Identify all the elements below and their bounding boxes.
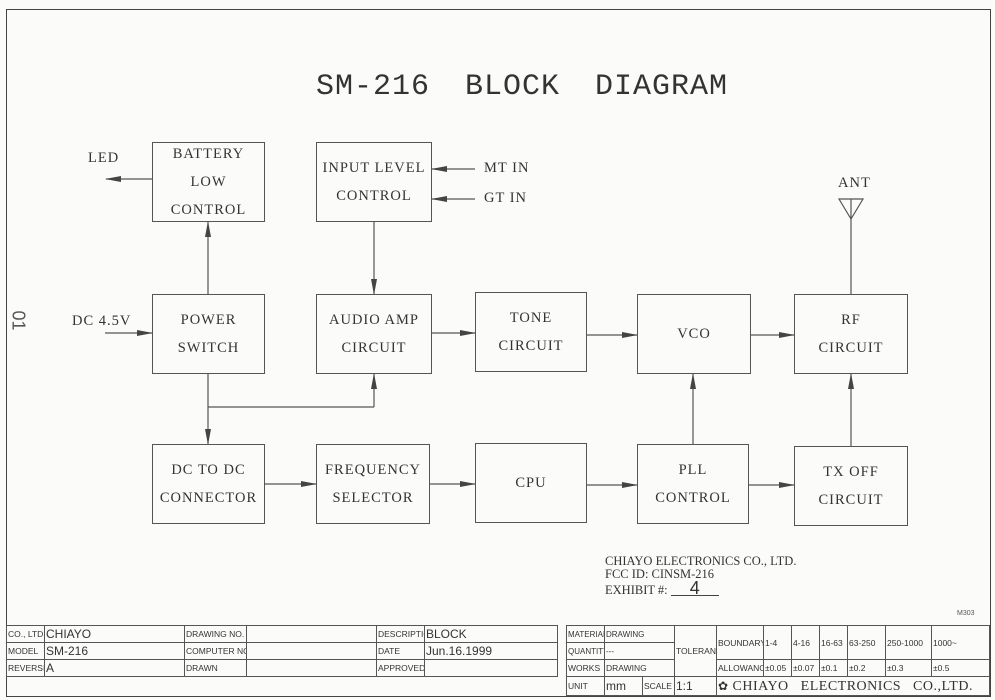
allowance-2: ±0.1 (819, 659, 848, 677)
company-logo-icon: ✿ (718, 679, 729, 693)
block-text: CIRCUIT (818, 340, 884, 356)
revision-value: A (44, 659, 185, 677)
drawing-no-label: DRAWING NO. (184, 625, 247, 643)
block-frequency-selector: FREQUENCY SELECTOR (316, 444, 430, 524)
computer-no-label: COMPUTER NO. (184, 642, 247, 660)
block-cpu: CPU (475, 443, 587, 523)
block-text: VCO (677, 326, 711, 342)
block-tx-off-circuit: TX OFF CIRCUIT (794, 446, 908, 526)
block-text: DC TO DC (171, 462, 246, 478)
boundary-3: 63-250 (847, 625, 886, 660)
block-input-level-control: INPUT LEVEL CONTROL (316, 142, 432, 222)
block-audio-amp-circuit: AUDIO AMP CIRCUIT (316, 294, 432, 374)
diagram-title: SM-216 BLOCK DIAGRAM (316, 70, 729, 104)
boundary-0: 1-4 (763, 625, 792, 660)
boundary-4: 250-1000 (885, 625, 932, 660)
exhibit-label: EXHIBIT #: (605, 583, 668, 597)
block-text: CPU (515, 475, 547, 491)
scale-value: 1:1 (674, 676, 717, 696)
description-label: DESCRIPTION (376, 625, 425, 643)
material-value: DRAWING (604, 625, 675, 643)
label-dc-in: DC 4.5V (72, 313, 132, 329)
label-gt-in: GT IN (484, 190, 527, 206)
allowance-4: ±0.3 (885, 659, 932, 677)
block-text: PLL (678, 462, 708, 478)
block-text: AUDIO AMP (329, 312, 419, 328)
works-label: WORKS (566, 659, 605, 677)
antenna-icon (837, 198, 865, 221)
title-block-right: MATERIAL DRAWING TOLERANCE BOUNDARY 1-4 … (566, 625, 990, 696)
description-value: BLOCK (424, 625, 558, 643)
boundary-2: 16-63 (819, 625, 848, 660)
co-ltd-label: CO., LTD (6, 625, 45, 643)
drawing-no-value (246, 625, 377, 643)
boundary-1: 4-16 (791, 625, 820, 660)
material-label: MATERIAL (566, 625, 605, 643)
drawn-value (246, 659, 377, 677)
block-text: CIRCUIT (341, 340, 407, 356)
quantity-label: QUANTITY (566, 642, 605, 660)
stamp-company: CHIAYO ELECTRONICS CO., LTD. (605, 554, 797, 568)
allowance-1: ±0.07 (791, 659, 820, 677)
block-dc-to-dc-connector: DC TO DC CONNECTOR (152, 444, 265, 524)
footer-company-cell: ✿ CHIAYO ELECTRONICS CO.,LTD. (716, 676, 990, 696)
date-label: DATE (376, 642, 425, 660)
block-pll-control: PLL CONTROL (637, 444, 749, 524)
block-rf-circuit: RF CIRCUIT (794, 294, 908, 374)
block-text: BATTERY LOW (172, 146, 245, 190)
block-text: SELECTOR (332, 490, 414, 506)
unit-label: UNIT (566, 676, 605, 696)
unit-value: mm (604, 676, 643, 696)
block-text: CONTROL (336, 188, 412, 204)
stamp-exhibit: EXHIBIT #: 4 (605, 579, 796, 597)
label-ant: ANT (838, 175, 871, 191)
quantity-value: --- (604, 642, 675, 660)
drawing-frame (6, 9, 991, 697)
footer-company: CHIAYO ELECTRONICS CO.,LTD. (732, 679, 973, 694)
date-value: Jun.16.1999 (424, 642, 558, 660)
model-value: SM-216 (44, 642, 185, 660)
co-ltd-value: CHIAYO (44, 625, 185, 643)
block-text: TX OFF (823, 464, 879, 480)
label-led: LED (88, 150, 120, 166)
block-text: CONTROL (170, 202, 247, 218)
boundary-5: 1000~ (931, 625, 990, 660)
allowance-3: ±0.2 (847, 659, 886, 677)
block-text: CIRCUIT (498, 338, 564, 354)
revision-label: REVERSION (6, 659, 45, 677)
block-text: TONE (509, 310, 553, 326)
scale-label: SCALE (642, 676, 675, 696)
drawn-label: DRAWN (184, 659, 247, 677)
title-block-left: CO., LTD CHIAYO DRAWING NO. DESCRIPTION … (6, 625, 558, 677)
block-text: CONNECTOR (159, 490, 258, 506)
block-text: CIRCUIT (818, 492, 884, 508)
block-tone-circuit: TONE CIRCUIT (475, 292, 587, 372)
boundary-label: BOUNDARY (716, 625, 764, 660)
tolerance-label: TOLERANCE (674, 625, 717, 677)
allowance-0: ±0.05 (763, 659, 792, 677)
block-text: RF (841, 312, 861, 328)
block-text: POWER (180, 312, 237, 328)
drawing-mark: M303 (957, 610, 975, 617)
block-text: SWITCH (177, 340, 240, 356)
block-text: FREQUENCY (324, 462, 421, 478)
power-branch-line (207, 374, 374, 408)
allowance-label: ALLOWANCE (716, 659, 764, 677)
stamp-fcc-id: FCC ID: CINSM-216 (605, 567, 715, 581)
block-power-switch: POWER SWITCH (152, 294, 265, 374)
fcc-stamp: CHIAYO ELECTRONICS CO., LTD. FCC ID: CIN… (605, 554, 797, 598)
block-text: CONTROL (655, 490, 731, 506)
block-battery-low-control: BATTERY LOW CONTROL (152, 142, 265, 222)
approved-label: APPROVED (376, 659, 425, 677)
exhibit-value: 4 (670, 579, 719, 597)
allowance-5: ±0.5 (931, 659, 990, 677)
model-label: MODEL (6, 642, 45, 660)
block-vco: VCO (637, 294, 751, 374)
approved-value (424, 659, 558, 677)
label-mt-in: MT IN (484, 160, 530, 176)
works-value: DRAWING (604, 659, 675, 677)
block-text: INPUT LEVEL (322, 160, 426, 176)
computer-no-value (246, 642, 377, 660)
